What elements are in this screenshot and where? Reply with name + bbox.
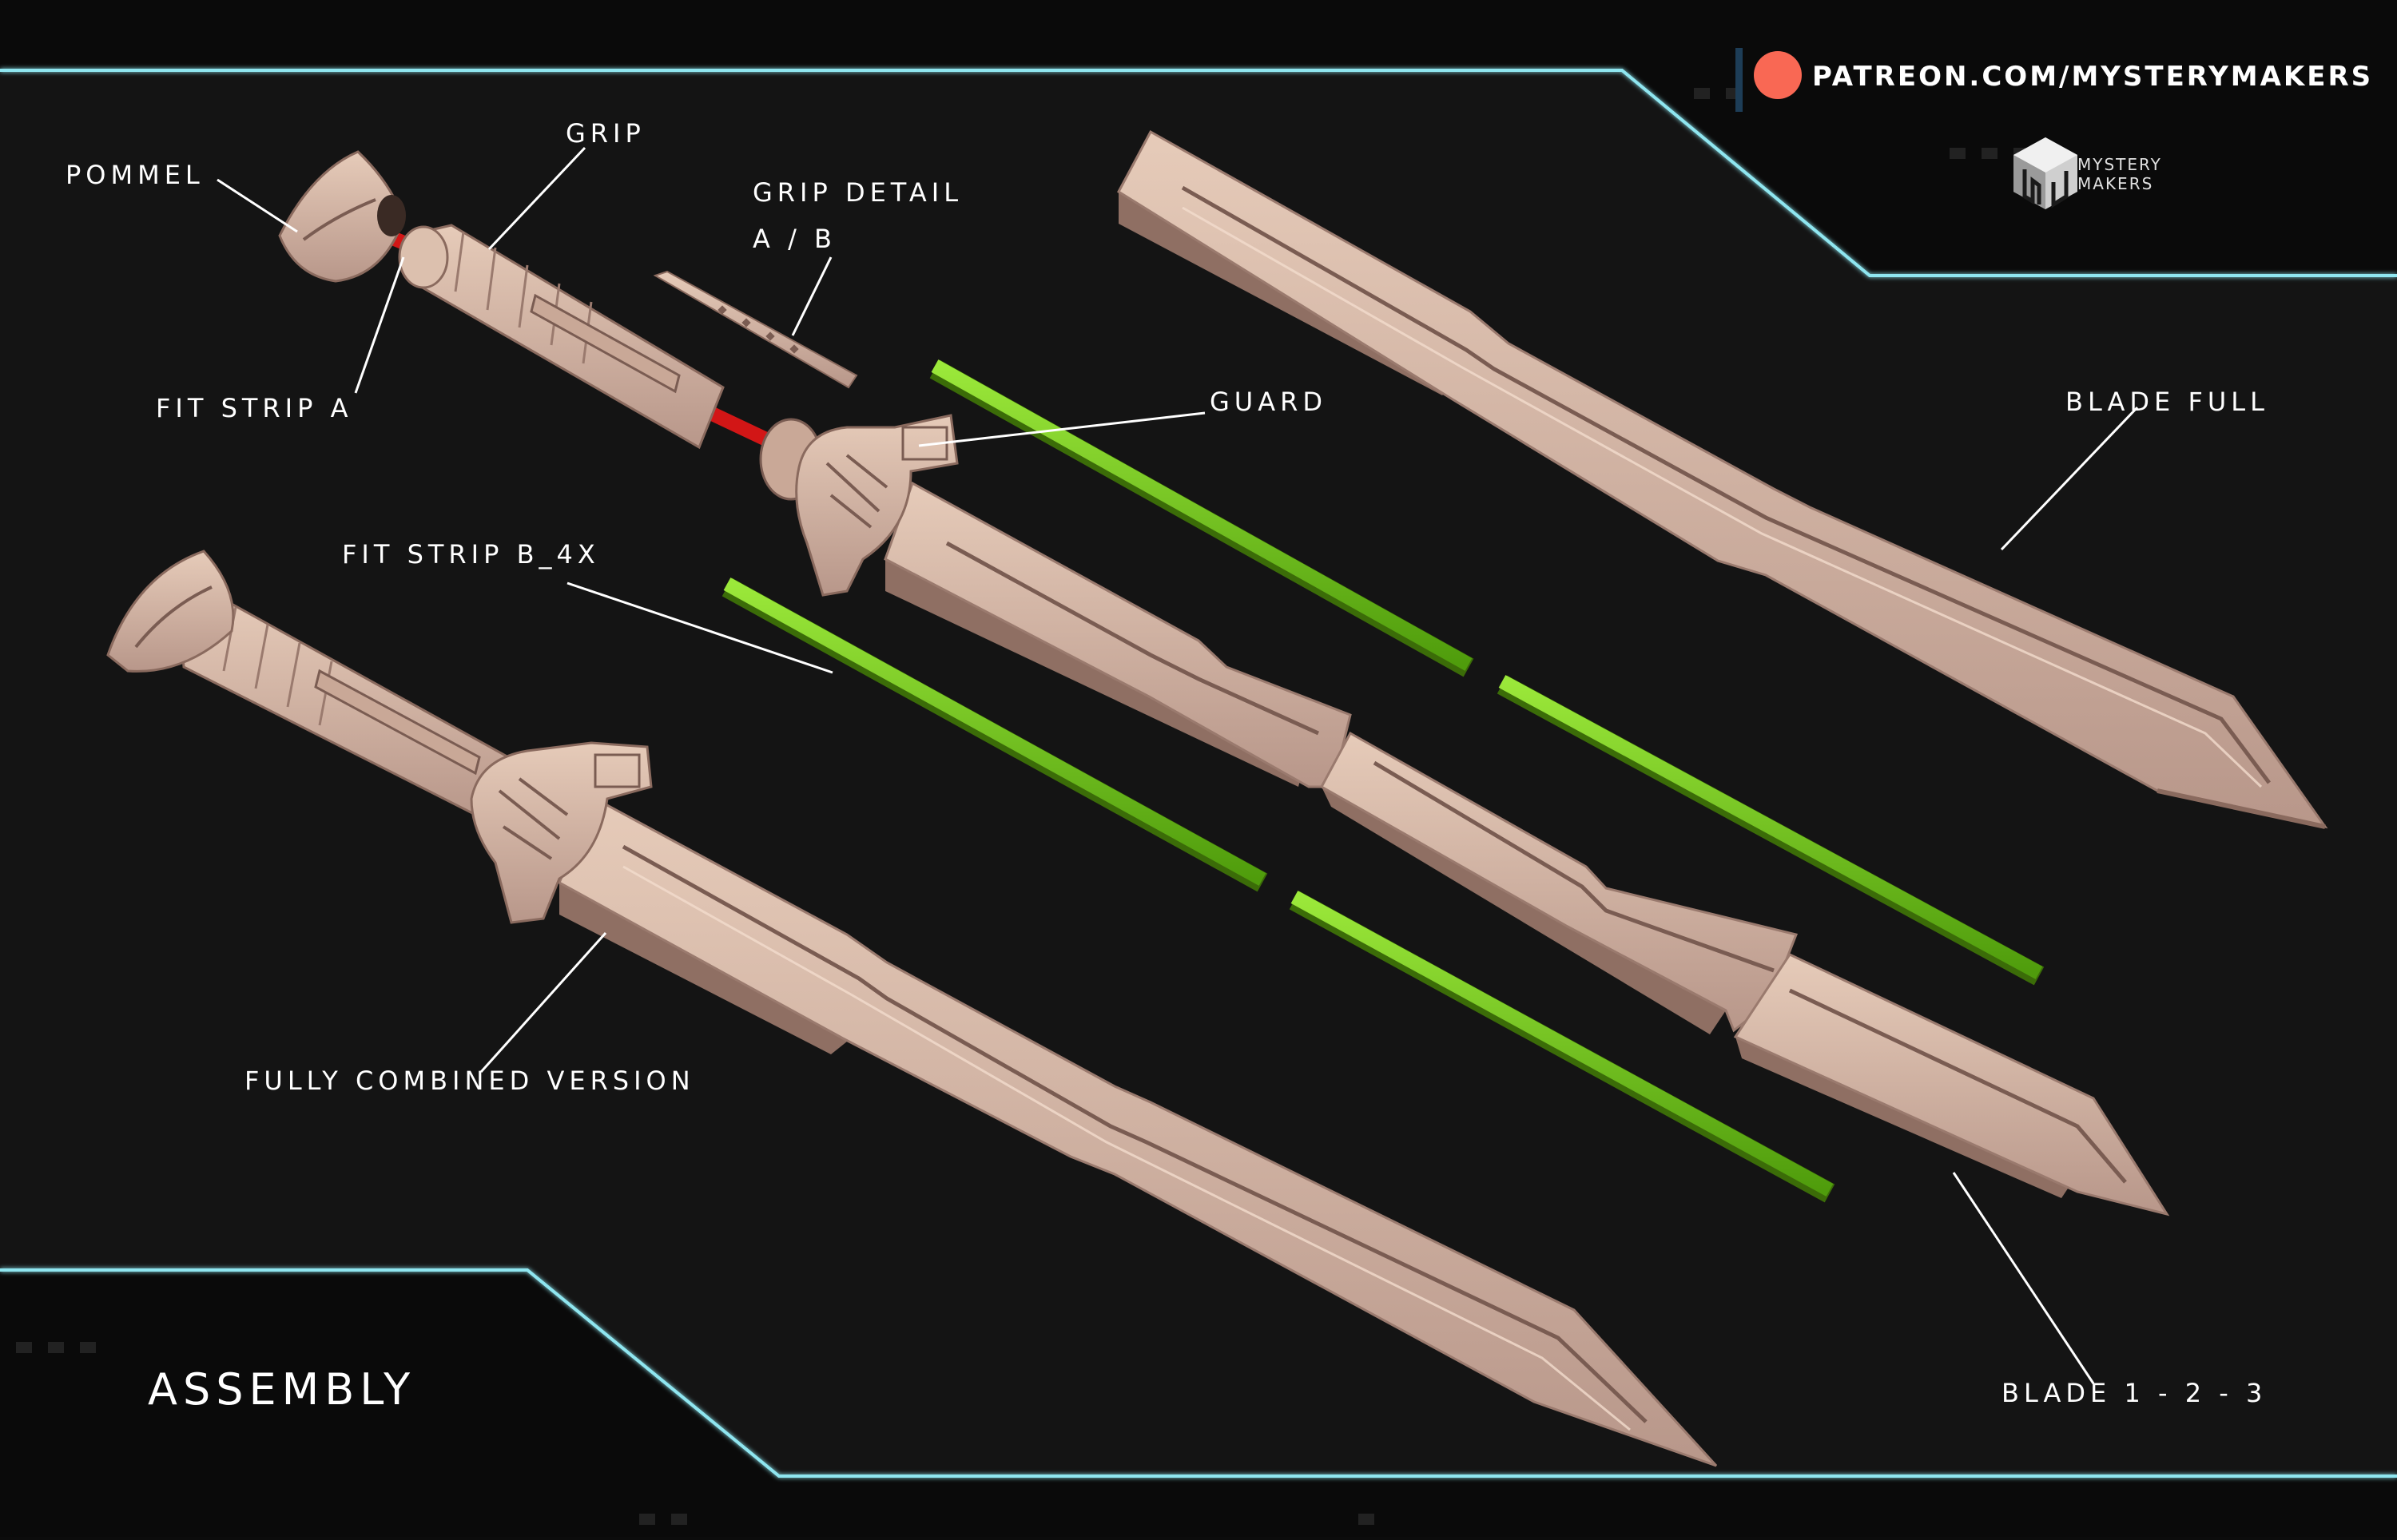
mystery-makers-logo-icon: [2013, 137, 2077, 209]
label-guard: GUARD: [1210, 387, 1327, 417]
label-grip: GRIP: [566, 118, 646, 149]
leader-fit-strip-b: [566, 581, 833, 674]
leader-pommel: [217, 178, 298, 233]
bottom-panel: [0, 1270, 2397, 1537]
label-fit-strip-b: FIT STRIP B_4x: [342, 539, 600, 570]
fit-strip-b-4: [1289, 891, 1835, 1203]
blade-segment-3: [1733, 953, 2170, 1217]
leader-blade-full: [2000, 406, 2139, 551]
patreon-icon: [1735, 48, 1802, 112]
leader-grip-detail: [791, 256, 833, 336]
leader-lines: [217, 146, 2139, 1384]
grip-detail: [653, 270, 858, 389]
assembly-title: ASSEMBLY: [148, 1364, 416, 1415]
frame-line-top: [0, 69, 2397, 277]
label-pommel: POMMEL: [66, 160, 205, 190]
leader-fit-strip-a: [354, 256, 405, 394]
label-fit-strip-a: FIT STRIP A: [156, 393, 353, 423]
frame-line-bottom: [0, 1268, 2397, 1478]
label-grip-detail: GRIP DETAIL: [753, 177, 964, 208]
grip: [398, 224, 725, 450]
leader-grip: [487, 146, 586, 251]
patreon-link[interactable]: PATREON.COM/MYSTERYMAKERS: [1812, 61, 2374, 93]
label-grip-detail-ab: A / B: [753, 224, 837, 254]
logo-text-line1: MYSTERY: [2077, 155, 2162, 174]
leader-fully-combined: [479, 931, 607, 1074]
label-blade-full: BLADE FULL: [2065, 387, 2269, 417]
fit-strips-b: [721, 359, 2045, 1203]
pommel: [278, 150, 406, 283]
combined-sword: [106, 550, 1718, 1467]
fit-strip-b-1: [929, 359, 1474, 677]
blade-full: [1117, 129, 2328, 829]
blade-segment-1: [884, 481, 1352, 788]
logo-text-line2: MAKERS: [2077, 174, 2154, 193]
label-blade-123: BLADE 1 - 2 - 3: [2001, 1378, 2268, 1408]
frame-lines: [0, 69, 2397, 1478]
leader-blade-123: [1952, 1172, 2095, 1384]
label-fully-combined: FULLY COMBINED VERSION: [244, 1066, 695, 1096]
fit-strip-b-3: [721, 578, 1268, 892]
leader-guard: [918, 411, 1206, 447]
fit-strip-b-2: [1497, 675, 2045, 986]
guard: [759, 414, 959, 597]
